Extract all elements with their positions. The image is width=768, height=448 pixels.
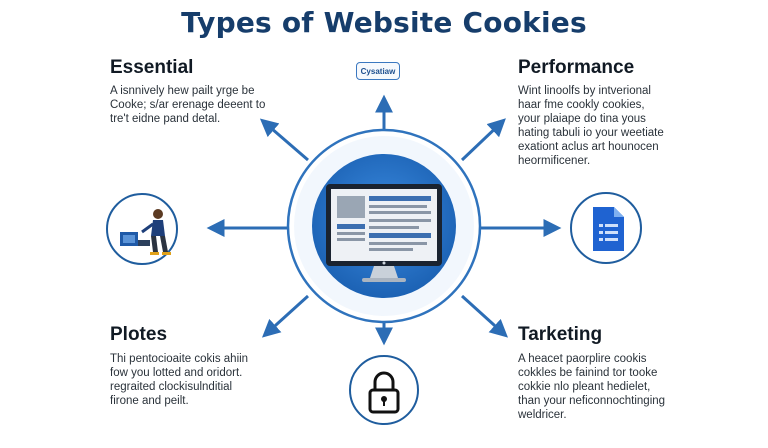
plotes-description: Thi pentocioaite cokis ahiin fow you lot… [110, 353, 249, 407]
padlock-icon [368, 371, 400, 414]
performance-heading: Performance [518, 57, 635, 78]
performance-description: Wint linoolfs by intverional haar fme co… [518, 85, 664, 167]
right-node [570, 192, 642, 264]
essential-description: A isnnively hew pailt yrge be Cooke; s/a… [110, 85, 266, 125]
document-icon [593, 207, 624, 251]
arrow-top-right [460, 118, 506, 162]
arrow-bottom-right [460, 294, 509, 338]
page-title: Types of Website Cookies [181, 6, 587, 39]
label-tag-icon: Cysatiaw [356, 62, 400, 80]
tarketing-heading: Tarketing [518, 324, 603, 345]
bottom-node [349, 355, 419, 425]
center-hub [286, 128, 482, 324]
person-at-computer-icon [120, 209, 171, 255]
arrow-top-left [259, 118, 309, 162]
computer-monitor-icon [326, 184, 442, 282]
left-node [106, 193, 178, 265]
arrow-bottom-left [261, 294, 310, 338]
tarketing-description: A heacet paorplire cookis cokkles be fai… [518, 353, 666, 421]
plotes-heading: Plotes [110, 324, 168, 345]
essential-heading: Essential [110, 57, 194, 78]
